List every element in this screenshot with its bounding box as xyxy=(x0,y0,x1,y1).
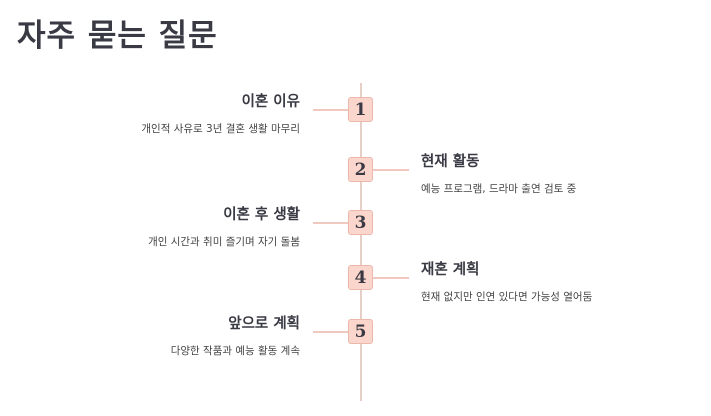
step-number-2: 2 xyxy=(348,157,373,182)
item-title-1: 이혼 이유 xyxy=(241,94,300,110)
item-title-2: 현재 활동 xyxy=(421,154,480,170)
step-number-1: 1 xyxy=(348,97,373,122)
timeline-line xyxy=(360,83,362,401)
item-title-4: 재혼 계획 xyxy=(421,262,480,278)
connector-1 xyxy=(313,109,348,111)
step-number-5: 5 xyxy=(348,319,373,344)
connector-3 xyxy=(313,222,348,224)
item-title-3: 이혼 후 생활 xyxy=(223,207,300,223)
item-desc-2: 예능 프로그램, 드라마 출연 검토 중 xyxy=(421,183,577,195)
item-desc-4: 현재 없지만 인연 있다면 가능성 열어둠 xyxy=(421,291,593,303)
connector-5 xyxy=(313,331,348,333)
item-desc-5: 다양한 작품과 예능 활동 계속 xyxy=(170,345,300,357)
connector-2 xyxy=(373,169,409,171)
step-number-4: 4 xyxy=(348,265,373,290)
item-desc-3: 개인 시간과 취미 즐기며 자기 돌봄 xyxy=(148,236,300,248)
page-title: 자주 묻는 질문 xyxy=(17,18,218,54)
item-desc-1: 개인적 사유로 3년 결혼 생활 마무리 xyxy=(141,123,300,135)
connector-4 xyxy=(373,277,409,279)
item-title-5: 앞으로 계획 xyxy=(228,316,300,332)
step-number-3: 3 xyxy=(348,210,373,235)
